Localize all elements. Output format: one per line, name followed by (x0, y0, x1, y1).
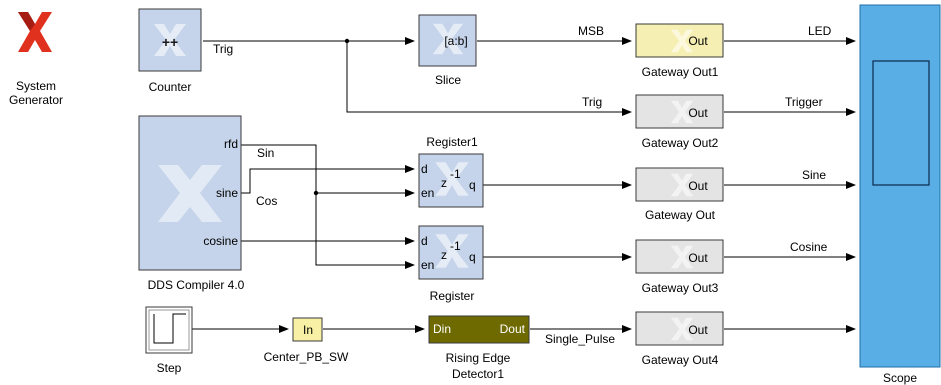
center-pb-sw-glyph: In (303, 323, 313, 337)
dds-port-cosine: cosine (203, 234, 238, 248)
gateway-out2-label: Gateway Out2 (642, 136, 719, 150)
signal-label-sin: Sin (257, 146, 274, 160)
gateway-out4-glyph: Out (688, 323, 708, 337)
slice-block[interactable]: [a:b] Slice (418, 14, 477, 87)
register-port-d: d (421, 234, 428, 248)
gateway-out3-label: Gateway Out3 (642, 281, 719, 295)
gateway-out-block[interactable]: Out Gateway Out (635, 167, 724, 222)
counter-block[interactable]: ++ Counter (138, 8, 202, 94)
signal-labels: Trig MSB Trig Sin Cos LED Trigger Sine C… (213, 24, 832, 346)
register1-port-d: d (421, 162, 428, 176)
gateway-out-glyph: Out (688, 179, 708, 193)
gateway-out2-block[interactable]: Out Gateway Out2 (635, 94, 724, 150)
scope-block[interactable]: Scope (859, 4, 941, 385)
register-port-q: q (469, 250, 476, 264)
gateway-out3-block[interactable]: Out Gateway Out3 (635, 239, 724, 295)
signal-label-cos: Cos (256, 194, 277, 208)
signal-wires (191, 37, 856, 333)
gateway-out1-block[interactable]: Out Gateway Out1 (635, 23, 724, 79)
register1-block[interactable]: d en q z -1 Register1 (418, 135, 484, 208)
gateway-out2-glyph: Out (688, 106, 708, 120)
wire-rfd-to-register-en[interactable] (241, 144, 415, 269)
rising-edge-detector-block[interactable]: Din Dout Rising Edge Detector1 (428, 315, 530, 381)
register1-glyph: z (441, 176, 447, 190)
gateway-out1-glyph: Out (688, 34, 708, 48)
slice-label: Slice (435, 73, 461, 87)
gateway-out-label: Gateway Out (645, 208, 716, 222)
center-pb-sw-block[interactable]: In Center_PB_SW (264, 317, 349, 364)
gateway-out4-block[interactable]: Out Gateway Out4 (635, 311, 724, 367)
register-port-en: en (421, 258, 434, 272)
signal-label-led: LED (808, 24, 832, 38)
signal-label-trigger: Trigger (785, 95, 823, 109)
signal-label-trig: Trig (213, 42, 233, 56)
logo-text-line2: Generator (9, 93, 63, 107)
rising-edge-label-line1: Rising Edge (446, 351, 511, 365)
gateway-out1-label: Gateway Out1 (642, 65, 719, 79)
xilinx-watermark-icon (158, 165, 222, 222)
dds-port-rfd: rfd (224, 137, 238, 151)
scope-label: Scope (883, 371, 917, 385)
step-block[interactable]: Step (145, 306, 193, 375)
scope-screen-icon (872, 60, 930, 186)
signal-label-single-pulse: Single_Pulse (545, 332, 615, 346)
signal-label-cosine: Cosine (790, 240, 828, 254)
register-exponent: -1 (450, 239, 461, 253)
slice-glyph: [a:b] (444, 34, 467, 48)
logo-text-line1: System (16, 79, 56, 93)
wire-trig-to-gateway-out2[interactable] (346, 41, 632, 116)
register1-port-q: q (469, 178, 476, 192)
wire-sine-to-register1-d[interactable] (241, 165, 415, 194)
gateway-out4-label: Gateway Out4 (642, 353, 719, 367)
register1-label: Register1 (426, 135, 478, 149)
signal-label-sine: Sine (802, 168, 826, 182)
register1-port-en: en (421, 186, 434, 200)
register-block[interactable]: d en q z -1 Register (418, 225, 484, 303)
system-generator-logo: System Generator (9, 12, 63, 107)
counter-label: Counter (149, 80, 192, 94)
counter-glyph: ++ (162, 34, 178, 50)
gateway-out3-glyph: Out (688, 251, 708, 265)
step-label: Step (157, 361, 182, 375)
signal-label-msb: MSB (578, 24, 604, 38)
rising-edge-port-din: Din (433, 322, 451, 336)
register1-exponent: -1 (450, 167, 461, 181)
dds-compiler-block[interactable]: rfd sine cosine DDS Compiler 4.0 (138, 115, 245, 292)
dds-port-sine: sine (216, 186, 238, 200)
register-label: Register (430, 289, 475, 303)
step-waveform-icon (153, 313, 186, 344)
center-pb-sw-label: Center_PB_SW (264, 350, 349, 364)
rising-edge-label-line2: Detector1 (452, 367, 504, 381)
signal-label-trig-gw2: Trig (582, 95, 602, 109)
dds-label: DDS Compiler 4.0 (148, 278, 245, 292)
register-glyph: z (441, 248, 447, 262)
rising-edge-port-dout: Dout (500, 322, 526, 336)
